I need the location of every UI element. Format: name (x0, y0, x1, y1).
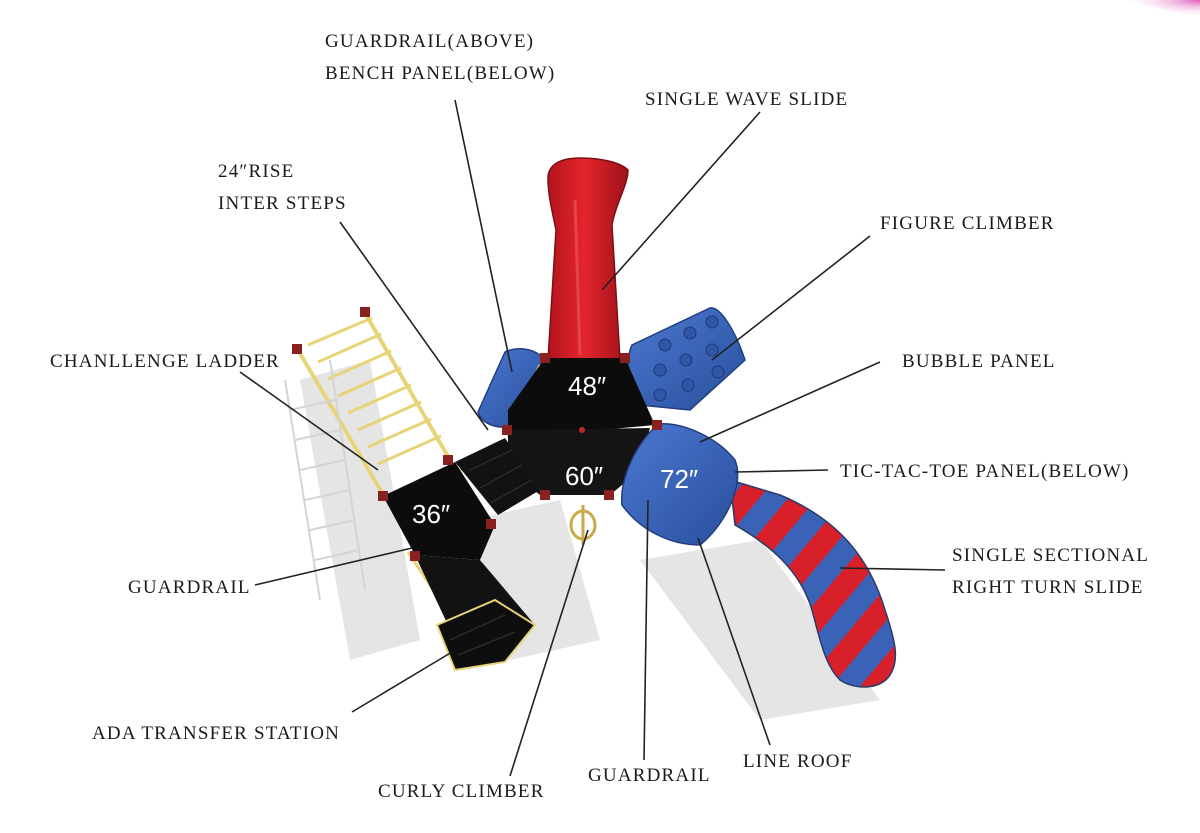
slide-groove (573, 199, 582, 356)
height-72: 72″ (660, 464, 698, 494)
label-single-sectional: SINGLE SECTIONAL (952, 545, 1150, 566)
height-60: 60″ (565, 461, 603, 491)
posts (292, 307, 662, 561)
label-bubble-panel: BUBBLE PANEL (902, 351, 1056, 372)
curly-climber (569, 505, 597, 545)
label-24-rise: 24″RISE (218, 161, 295, 182)
label-figure-climber: FIGURE CLIMBER (880, 213, 1055, 234)
challenge-ladder (296, 311, 452, 498)
label-single-wave-slide: SINGLE WAVE SLIDE (645, 89, 849, 110)
deck-36 (383, 462, 495, 560)
leader-lines (239, 99, 946, 777)
height-36: 36″ (412, 499, 450, 529)
label-right-turn-slide: RIGHT TURN SLIDE (952, 577, 1144, 598)
label-bench-panel-below: BENCH PANEL(BELOW) (325, 63, 556, 84)
label-inter-steps: INTER STEPS (218, 193, 347, 214)
ladder-shadow (284, 359, 366, 601)
label-ada-transfer-station: ADA TRANSFER STATION (92, 723, 341, 744)
label-challenge-ladder: CHANLLENGE LADDER (50, 351, 280, 372)
inter-steps (455, 438, 540, 515)
ada-steps (449, 614, 516, 656)
label-curly-climber: CURLY CLIMBER (378, 781, 545, 802)
figure-climber (627, 307, 746, 411)
deck-48 (508, 358, 655, 430)
corner-accent (1120, 0, 1200, 18)
steps-lines (469, 449, 533, 504)
deck-60 (508, 428, 650, 495)
label-guardrail-above: GUARDRAIL(ABOVE) (325, 31, 535, 52)
single-wave-slide (547, 157, 629, 361)
sectional-right-turn-slide (729, 478, 897, 688)
label-line-roof: LINE ROOF (743, 751, 853, 772)
label-guardrail-bottom: GUARDRAIL (588, 765, 711, 786)
label-tic-tac-toe-panel: TIC-TAC-TOE PANEL(BELOW) (840, 461, 1130, 482)
label-guardrail-left: GUARDRAIL (128, 577, 251, 598)
deck-center-post (579, 427, 585, 433)
ada-transfer-station (435, 598, 537, 672)
height-48: 48″ (568, 371, 606, 401)
